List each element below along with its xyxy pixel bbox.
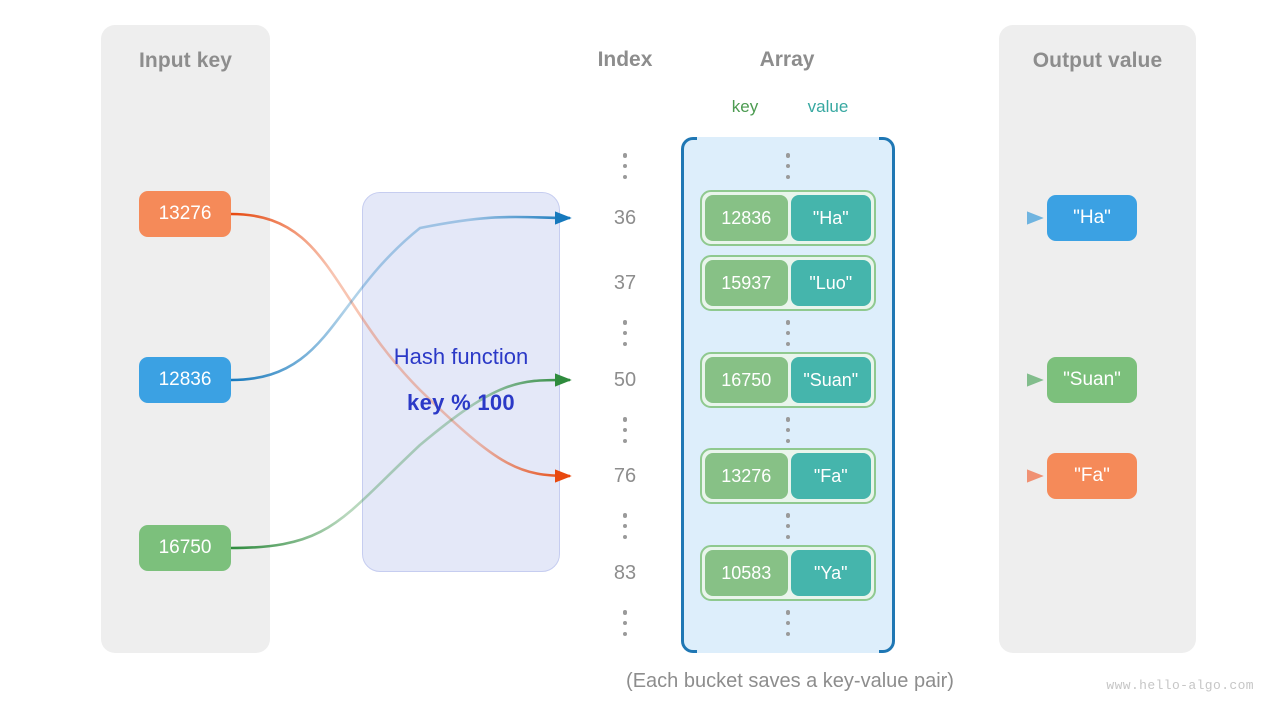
array-ellipsis-icon — [778, 513, 798, 539]
output-value-panel: Output value — [999, 25, 1196, 653]
input-key-16750[interactable]: 16750 — [139, 525, 231, 571]
input-key-label: 12836 — [158, 369, 212, 390]
array-left-bracket — [681, 137, 697, 653]
index-label-37: 37 — [613, 272, 637, 294]
bucket-row[interactable]: 15937 "Luo" — [700, 255, 876, 311]
index-label-50: 50 — [613, 369, 637, 391]
bucket-row[interactable]: 16750 "Suan" — [700, 352, 876, 408]
index-ellipsis-icon — [615, 610, 635, 636]
output-value-ha[interactable]: "Ha" — [1047, 195, 1137, 241]
hash-function-box — [362, 192, 560, 572]
bucket-row[interactable]: 13276 "Fa" — [700, 448, 876, 504]
index-ellipsis-icon — [615, 153, 635, 179]
input-key-label: 13276 — [158, 203, 212, 224]
index-ellipsis-icon — [615, 513, 635, 539]
input-key-label: 16750 — [158, 537, 212, 558]
diagram-caption: (Each bucket saves a key-value pair) — [626, 670, 954, 692]
bucket-key-cell: 16750 — [705, 357, 788, 403]
index-ellipsis-icon — [615, 320, 635, 346]
index-label-83: 83 — [613, 562, 637, 584]
key-subcolumn-header: key — [731, 97, 759, 116]
bucket-key-cell: 10583 — [705, 550, 788, 596]
bucket-key-cell: 13276 — [705, 453, 788, 499]
bucket-value-cell: "Ya" — [790, 550, 871, 596]
bucket-row[interactable]: 12836 "Ha" — [700, 190, 876, 246]
array-ellipsis-icon — [778, 320, 798, 346]
array-ellipsis-icon — [778, 610, 798, 636]
bucket-value-cell: "Fa" — [790, 453, 871, 499]
index-label-76: 76 — [613, 465, 637, 487]
bucket-key-cell: 12836 — [705, 195, 788, 241]
index-column-header: Index — [597, 48, 653, 71]
index-ellipsis-icon — [615, 417, 635, 443]
array-ellipsis-icon — [778, 417, 798, 443]
input-key-13276[interactable]: 13276 — [139, 191, 231, 237]
hash-function-formula: key % 100 — [407, 390, 515, 415]
array-ellipsis-icon — [778, 153, 798, 179]
input-key-panel-title: Input key — [138, 49, 233, 72]
hash-function-label: Hash function — [393, 344, 529, 369]
output-value-fa[interactable]: "Fa" — [1047, 453, 1137, 499]
bucket-key-cell: 15937 — [705, 260, 788, 306]
output-value-panel-title: Output value — [1032, 49, 1163, 72]
output-value-suan[interactable]: "Suan" — [1047, 357, 1137, 403]
input-key-12836[interactable]: 12836 — [139, 357, 231, 403]
array-column-header: Array — [759, 48, 815, 71]
output-value-label: "Ha" — [1073, 207, 1111, 228]
output-value-label: "Suan" — [1063, 369, 1121, 390]
bucket-value-cell: "Ha" — [790, 195, 871, 241]
bucket-value-cell: "Suan" — [790, 357, 871, 403]
array-right-bracket — [879, 137, 895, 653]
index-label-36: 36 — [613, 207, 637, 229]
bucket-row[interactable]: 10583 "Ya" — [700, 545, 876, 601]
output-value-label: "Fa" — [1074, 465, 1110, 486]
watermark-label: www.hello-algo.com — [1106, 678, 1254, 693]
bucket-value-cell: "Luo" — [790, 260, 871, 306]
value-subcolumn-header: value — [807, 97, 849, 116]
